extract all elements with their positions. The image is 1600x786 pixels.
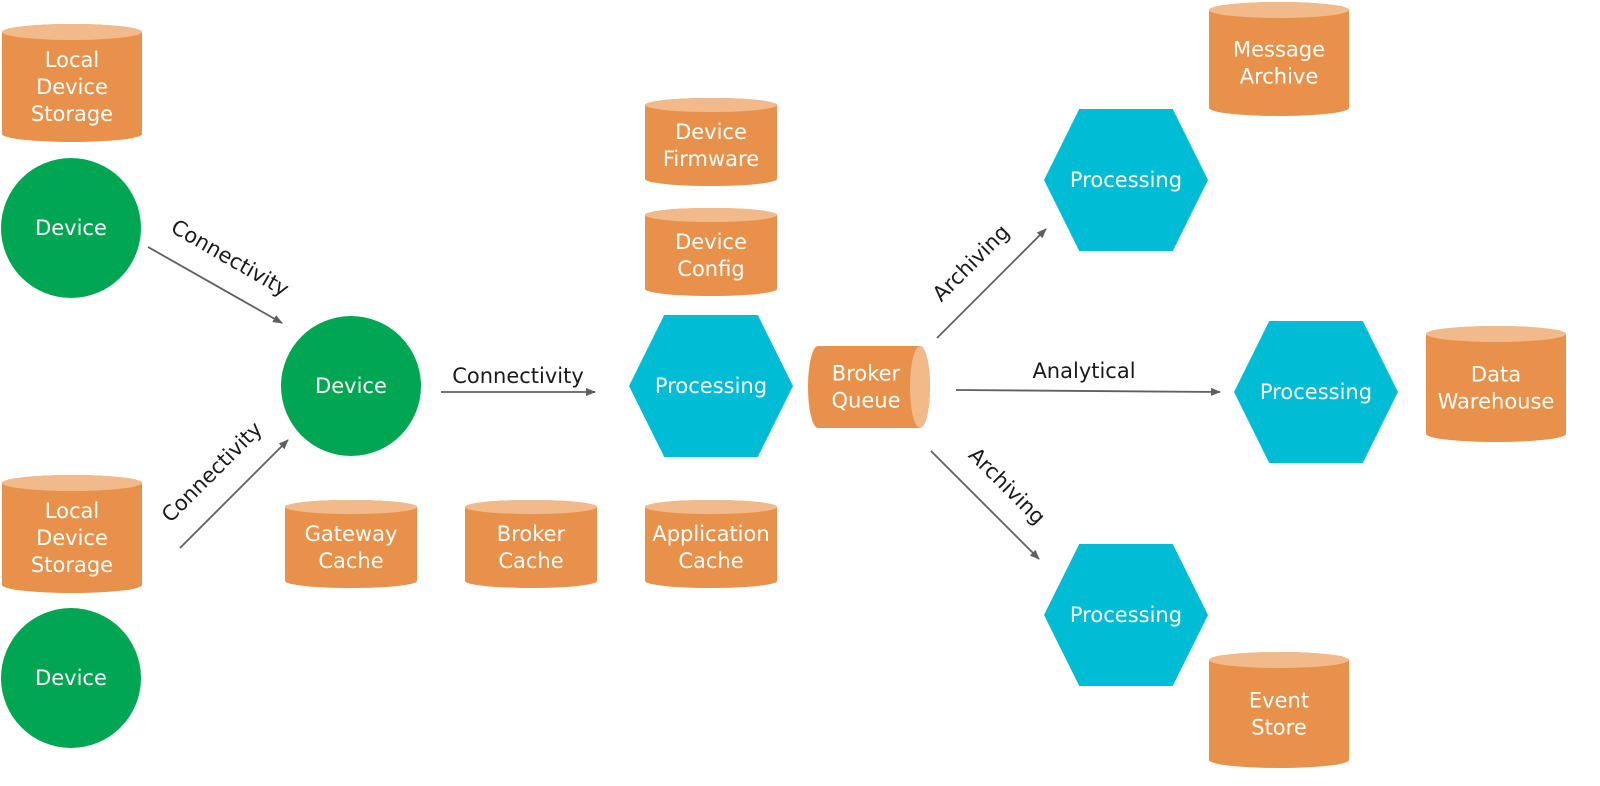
- broker_queue-cylinder-body: [808, 346, 930, 428]
- event_store-cylinder-body: [1209, 652, 1349, 768]
- data_warehouse-line-2: Warehouse: [1438, 390, 1555, 414]
- device_firmware-cylinder-body: [645, 98, 777, 186]
- device_bottom_to_gateway-arrow: [179, 439, 289, 549]
- event_store-line-1: Event: [1249, 689, 1309, 713]
- device_bottom-circle: [1, 608, 141, 748]
- gateway_cache-line-2: Cache: [318, 549, 383, 573]
- device_config-line-1: Device: [675, 230, 747, 254]
- data_warehouse-line-1: Data: [1471, 363, 1521, 387]
- device_bottom-line-1: Device: [35, 666, 107, 690]
- device_top-circle: [1, 158, 141, 298]
- message_archive-line-2: Archive: [1240, 65, 1319, 89]
- application_cache-cylinder-body: [645, 500, 777, 588]
- processing_archive_top-line-1: Processing: [1070, 168, 1182, 192]
- edge-device_top_to_gateway: Connectivity: [147, 215, 293, 324]
- node-device_bottom: Device: [1, 608, 141, 748]
- device_top_to_gateway-label: Connectivity: [167, 215, 293, 302]
- application_cache-line-2: Cache: [678, 549, 743, 573]
- processing_analytical-line-1: Processing: [1260, 380, 1372, 404]
- local_storage_top-line-2: Device: [36, 75, 108, 99]
- message_archive-cylinder-body: [1209, 2, 1349, 116]
- edge-gateway_to_processing: Connectivity: [441, 364, 596, 396]
- processing_analytical-hexagon: [1234, 321, 1398, 463]
- data_warehouse-cylinder-top: [1426, 326, 1566, 342]
- device_config-cylinder-body: [645, 208, 777, 296]
- device_bottom_to_gateway-label: Connectivity: [157, 417, 267, 527]
- queue_to_archive_top-arrow: [936, 228, 1047, 339]
- queue_to_analytical-label: Analytical: [1032, 359, 1135, 383]
- gateway_to_processing-label: Connectivity: [452, 364, 584, 388]
- local_storage_top-cylinder-body: [2, 24, 142, 142]
- broker_cache-line-2: Cache: [498, 549, 563, 573]
- device_firmware-line-2: Firmware: [663, 147, 759, 171]
- processing_archive_bottom-line-1: Processing: [1070, 603, 1182, 627]
- local_storage_top-cylinder-top: [2, 24, 142, 40]
- application_cache-cylinder-top: [645, 500, 777, 514]
- local_storage_bottom-cylinder-body: [2, 475, 142, 593]
- processing_main-hexagon: [629, 315, 793, 457]
- broker_queue-cylinder-end: [910, 346, 930, 428]
- edge-queue_to_archive_bottom: Archiving: [930, 443, 1050, 560]
- gateway_cache-cylinder-top: [285, 500, 417, 514]
- local_storage_bottom-line-1: Local: [45, 499, 99, 523]
- local_storage_top-line-1: Local: [45, 48, 99, 72]
- device_config-cylinder-top: [645, 208, 777, 222]
- gateway_device-line-1: Device: [315, 374, 387, 398]
- node-gateway_device: Device: [281, 316, 421, 456]
- queue_to_analytical-arrow: [955, 387, 1221, 396]
- event_store-line-2: Store: [1251, 716, 1307, 740]
- queue_to_archive_bottom-label: Archiving: [964, 443, 1050, 529]
- edge-queue_to_archive_top: Archiving: [928, 220, 1047, 339]
- application_cache-line-1: Application: [652, 522, 769, 546]
- broker_cache-cylinder-body: [465, 500, 597, 588]
- device_top_to_gateway-arrow: [147, 246, 283, 324]
- node-device_top: Device: [1, 158, 141, 298]
- local_storage_bottom-cylinder-top: [2, 475, 142, 491]
- local_storage_bottom-line-2: Device: [36, 526, 108, 550]
- broker_cache-line-1: Broker: [497, 522, 566, 546]
- event_store-cylinder-top: [1209, 652, 1349, 668]
- edge-queue_to_analytical: Analytical: [955, 359, 1221, 396]
- local_storage_top-line-3: Storage: [31, 102, 113, 126]
- node-processing_archive_bottom: Processing: [1044, 544, 1208, 686]
- message_archive-cylinder-top: [1209, 2, 1349, 18]
- broker_queue-line-1: Broker: [832, 362, 901, 386]
- processing_main-line-1: Processing: [655, 374, 767, 398]
- local_storage_bottom-line-3: Storage: [31, 553, 113, 577]
- gateway_cache-cylinder-body: [285, 500, 417, 588]
- gateway_device-circle: [281, 316, 421, 456]
- node-processing_main: Processing: [629, 315, 793, 457]
- message_archive-line-1: Message: [1233, 38, 1325, 62]
- processing_archive_top-hexagon: [1044, 109, 1208, 251]
- device_top-line-1: Device: [35, 216, 107, 240]
- node-processing_archive_top: Processing: [1044, 109, 1208, 251]
- edge-device_bottom_to_gateway: Connectivity: [157, 417, 289, 549]
- device_config-line-2: Config: [677, 257, 744, 281]
- gateway_cache-line-1: Gateway: [305, 522, 398, 546]
- broker_cache-cylinder-top: [465, 500, 597, 514]
- data_warehouse-cylinder-body: [1426, 326, 1566, 442]
- processing_archive_bottom-hexagon: [1044, 544, 1208, 686]
- device_firmware-cylinder-top: [645, 98, 777, 112]
- queue_to_archive_bottom-arrow: [930, 450, 1040, 560]
- node-processing_analytical: Processing: [1234, 321, 1398, 463]
- nodes-layer: LocalDeviceStorageDeviceLocalDeviceStora…: [1, 2, 1566, 768]
- queue_to_archive_top-label: Archiving: [928, 220, 1014, 306]
- broker_queue-line-2: Queue: [832, 389, 901, 413]
- device_firmware-line-1: Device: [675, 120, 747, 144]
